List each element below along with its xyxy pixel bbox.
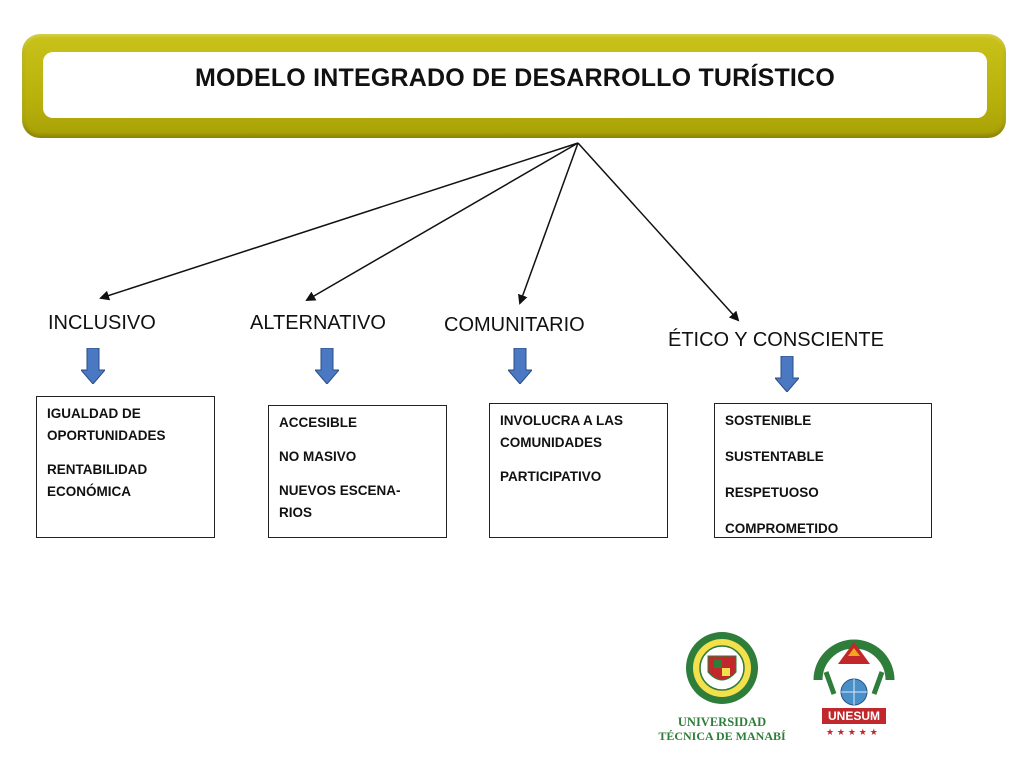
detail-item: COMPROMETIDO xyxy=(725,521,839,536)
connector-alternativo xyxy=(305,142,579,302)
detail-item: INVOLUCRA A LAS COMUNIDADES xyxy=(500,413,623,450)
detail-box-etico: SOSTENIBLE SUSTENTABLE RESPETUOSO COMPRO… xyxy=(714,403,932,538)
detail-item: IGUALDAD DE OPORTUNIDADES xyxy=(47,406,166,443)
connector-inclusivo xyxy=(99,142,579,301)
category-label-inclusivo: INCLUSIVO xyxy=(48,312,156,334)
detail-item: PARTICIPATIVO xyxy=(500,469,602,484)
category-label-etico: ÉTICO Y CONSCIENTE xyxy=(668,329,884,351)
unesum-logo-name: UNESUM xyxy=(827,709,880,723)
down-arrow-icon xyxy=(315,348,339,384)
utm-logo-line2: TÉCNICA DE MANABÍ xyxy=(658,729,786,743)
svg-text:★ ★ ★ ★ ★: ★ ★ ★ ★ ★ xyxy=(826,728,878,738)
detail-item: SUSTENTABLE xyxy=(725,449,824,464)
utm-logo-line1: UNIVERSIDAD xyxy=(677,715,767,729)
connector-comunitario xyxy=(518,142,579,305)
detail-item: RENTABILIDAD ECONÓMICA xyxy=(47,462,148,499)
unesum-logo: ★ ★ ★ ★ ★ UNESUM xyxy=(808,620,900,740)
category-label-alternativo: ALTERNATIVO xyxy=(250,312,386,334)
diagram-title: MODELO INTEGRADO DE DESARROLLO TURÍSTICO xyxy=(195,63,835,92)
title-banner-inner xyxy=(43,52,987,118)
detail-box-comunitario: INVOLUCRA A LAS COMUNIDADES PARTICIPATIV… xyxy=(489,403,668,538)
detail-item: ACCESIBLE xyxy=(279,415,358,430)
down-arrow-icon xyxy=(775,356,799,392)
utm-logo: UNIVERSIDAD TÉCNICA DE MANABÍ xyxy=(652,630,792,743)
detail-item: NUEVOS ESCENA-RIOS xyxy=(279,483,401,520)
down-arrow-icon xyxy=(81,348,105,384)
down-arrow-icon xyxy=(508,348,532,384)
detail-box-alternativo: ACCESIBLE NO MASIVO NUEVOS ESCENA-RIOS xyxy=(268,405,447,538)
category-label-comunitario: COMUNITARIO xyxy=(444,314,585,336)
detail-item: RESPETUOSO xyxy=(725,485,819,500)
detail-box-inclusivo: IGUALDAD DE OPORTUNIDADES RENTABILIDAD E… xyxy=(36,396,215,538)
detail-item: NO MASIVO xyxy=(279,449,357,464)
detail-item: SOSTENIBLE xyxy=(725,413,812,428)
connector-etico xyxy=(577,142,740,322)
unesum-seal-icon: ★ ★ ★ ★ ★ xyxy=(813,639,895,738)
utm-seal-icon xyxy=(686,632,758,704)
